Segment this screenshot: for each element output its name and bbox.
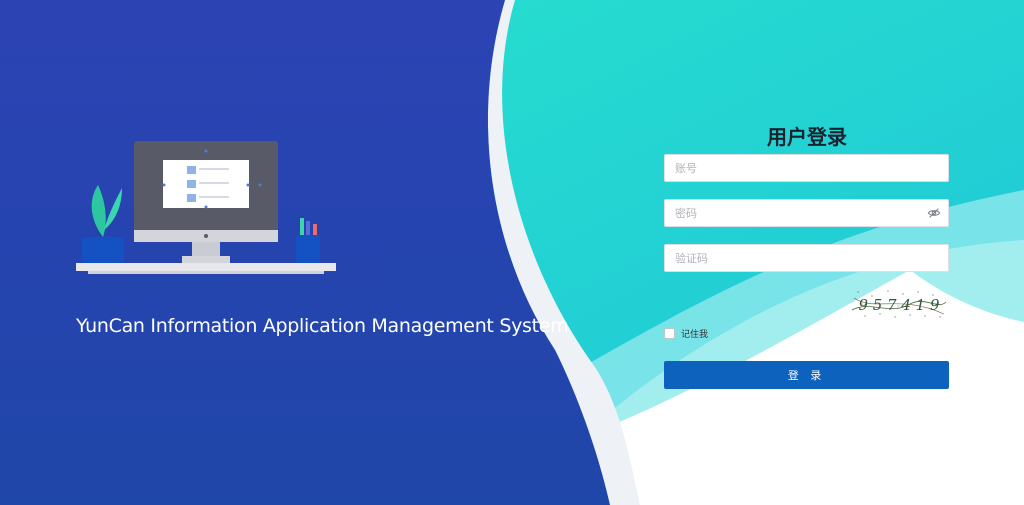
remember-label: 记住我	[681, 329, 709, 340]
password-input[interactable]	[665, 200, 948, 226]
captcha-field[interactable]	[664, 244, 949, 272]
login-title: 用户登录	[767, 125, 847, 149]
remember-checkbox[interactable]	[664, 327, 675, 339]
account-field[interactable]	[664, 154, 949, 182]
eye-off-icon[interactable]	[927, 206, 941, 220]
account-input[interactable]	[665, 155, 948, 181]
system-title: YunCan Information Application Managemen…	[76, 315, 569, 337]
captcha-text: 9 5 7 4 1 9	[858, 296, 940, 314]
login-button[interactable]: 登 录	[664, 361, 949, 389]
password-field[interactable]	[664, 199, 949, 227]
captcha-image[interactable]: 9 5 7 4 1 9	[850, 286, 948, 322]
remember-me[interactable]: 记住我	[664, 326, 708, 340]
desk-illustration	[76, 141, 336, 274]
captcha-input[interactable]	[665, 245, 948, 271]
